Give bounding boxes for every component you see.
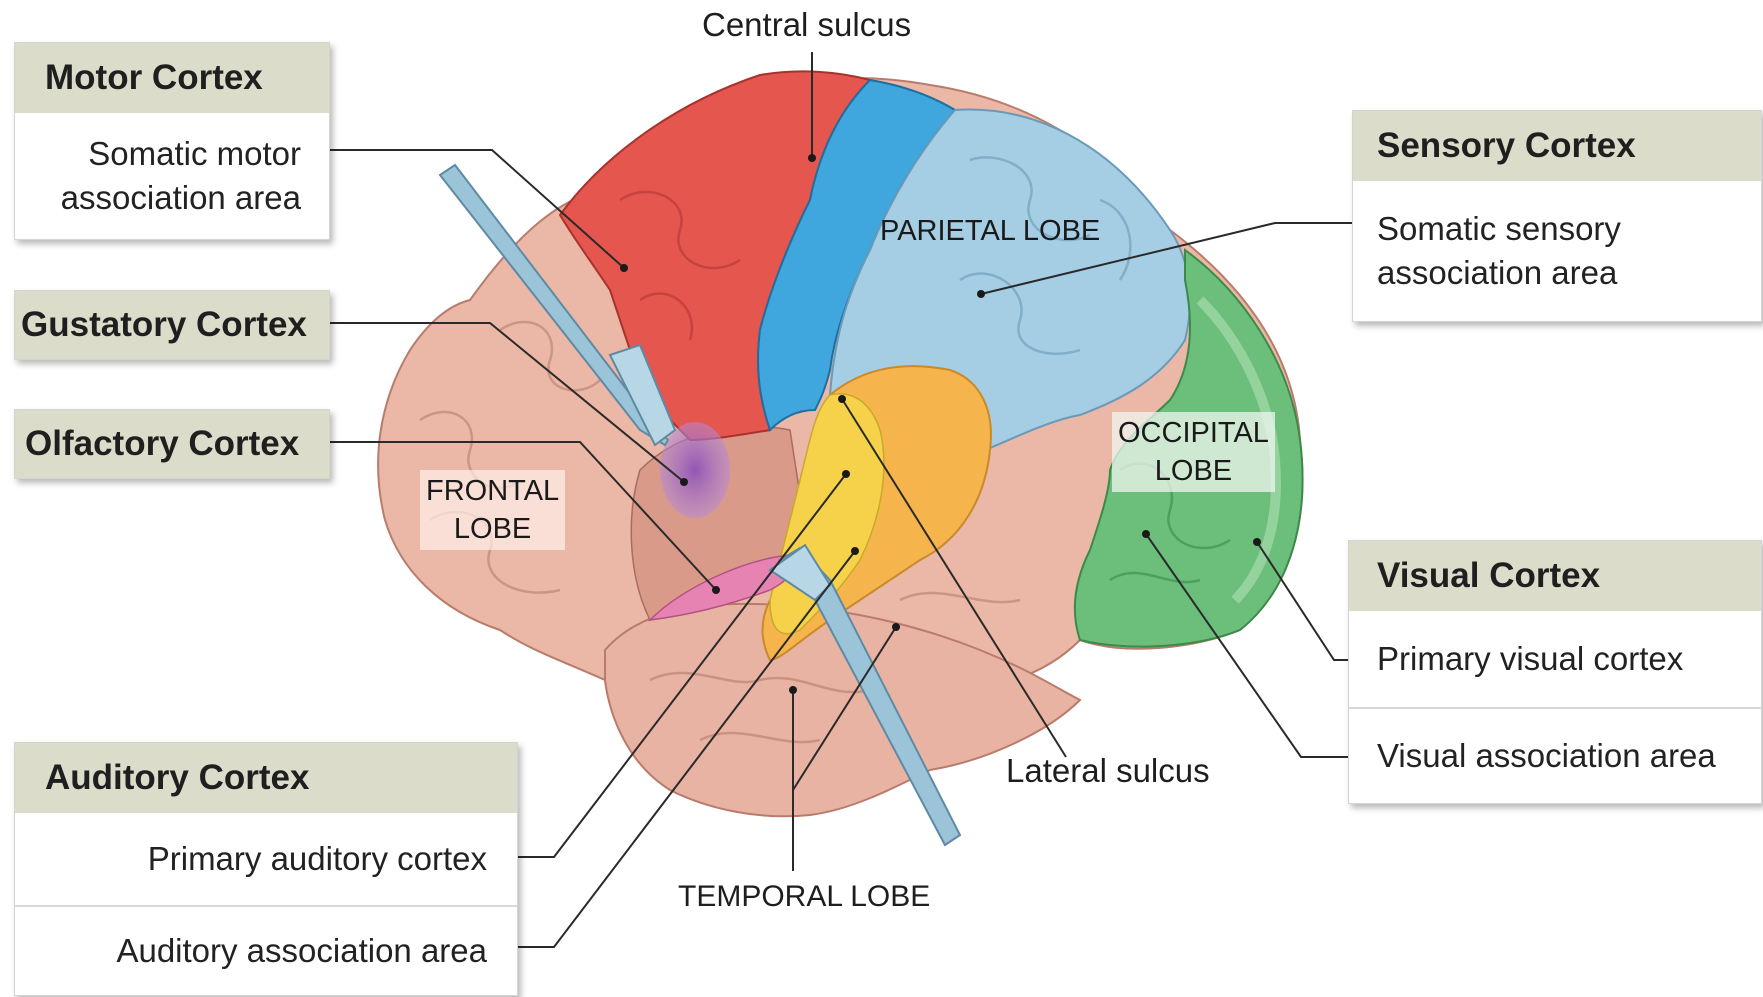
motor-association-line2: association area: [61, 176, 301, 220]
visual-cortex-box: Visual Cortex Primary visual cortex Visu…: [1348, 540, 1762, 804]
parietal-lobe-label: PARIETAL LOBE: [880, 212, 1100, 250]
frontal-lobe-label-line1: FRONTAL: [426, 472, 559, 510]
motor-cortex-box: Motor Cortex Somatic motor association a…: [14, 42, 330, 240]
olfactory-cortex-title: Olfactory Cortex: [15, 410, 329, 478]
lateral-sulcus-label: Lateral sulcus: [1006, 752, 1210, 790]
sensory-association-line1: Somatic sensory: [1377, 207, 1621, 251]
motor-association-line1: Somatic motor: [88, 132, 301, 176]
motor-cortex-title: Motor Cortex: [15, 43, 329, 113]
occipital-lobe-label: OCCIPITAL LOBE: [1112, 412, 1275, 492]
primary-visual-item: Primary visual cortex: [1349, 611, 1761, 707]
auditory-cortex-box: Auditory Cortex Primary auditory cortex …: [14, 742, 518, 996]
sensory-cortex-title: Sensory Cortex: [1353, 111, 1761, 181]
sensory-cortex-box: Sensory Cortex Somatic sensory associati…: [1352, 110, 1762, 322]
gustatory-cortex-title: Gustatory Cortex: [15, 291, 329, 359]
auditory-association-item: Auditory association area: [15, 905, 517, 995]
motor-association-item: Somatic motor association area: [15, 113, 329, 239]
primary-auditory-item: Primary auditory cortex: [15, 813, 517, 905]
occipital-lobe-label-line1: OCCIPITAL: [1118, 414, 1269, 452]
central-sulcus-label: Central sulcus: [702, 6, 911, 44]
sensory-association-line2: association area: [1377, 251, 1617, 295]
sensory-association-item: Somatic sensory association area: [1353, 181, 1761, 321]
gustatory-cortex-box: Gustatory Cortex: [14, 290, 330, 360]
auditory-cortex-title: Auditory Cortex: [15, 743, 517, 813]
visual-association-item: Visual association area: [1349, 707, 1761, 803]
occipital-lobe-label-line2: LOBE: [1118, 452, 1269, 490]
frontal-lobe-label: FRONTAL LOBE: [420, 470, 565, 550]
visual-cortex-title: Visual Cortex: [1349, 541, 1761, 611]
frontal-lobe-label-line2: LOBE: [426, 510, 559, 548]
olfactory-cortex-box: Olfactory Cortex: [14, 409, 330, 479]
temporal-lobe-label: TEMPORAL LOBE: [678, 880, 930, 914]
